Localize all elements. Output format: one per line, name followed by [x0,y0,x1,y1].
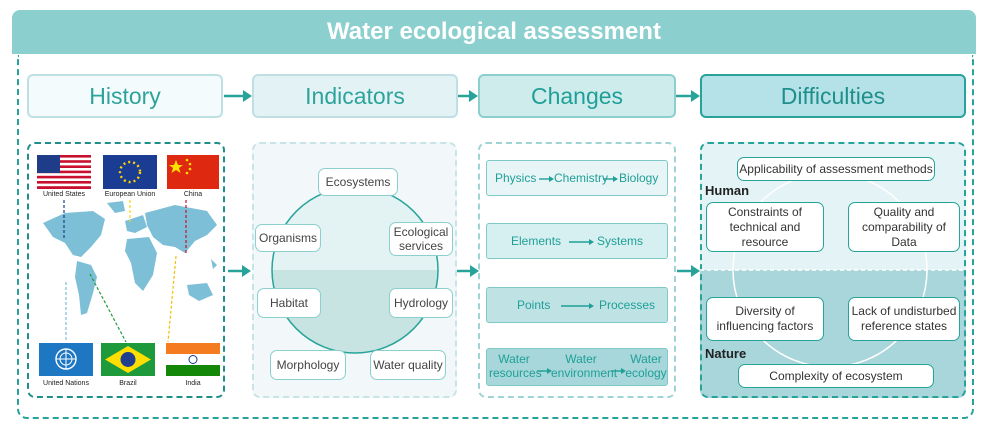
arrow-icon [458,90,478,102]
change-term: Processes [599,298,656,312]
nature-label: Nature [705,346,747,361]
history-panel [27,142,225,398]
flag-china-icon [167,155,219,189]
change-row-4: Water resources Water environment Water … [486,348,668,386]
changes-panel [478,142,676,398]
difficulty-applicability: Applicability of assessment methods [737,157,935,181]
stage-history: History [27,74,223,118]
arrow-icon [677,265,700,277]
arrow-icon [569,239,594,245]
flag-label: China [183,191,203,198]
arrow-icon [224,90,252,102]
difficulty-complexity: Complexity of ecosystem [738,364,934,388]
difficulty-diversity: Diversity of influencing factors [706,297,824,341]
change-term: Biology [619,171,659,185]
change-term: Elements [511,234,562,248]
change-row-2: Elements Systems [486,223,668,259]
flag-label: United Nations [43,380,89,387]
indicator-morphology: Morphology [270,350,346,380]
change-term: Systems [597,234,644,248]
flag-label: Brazil [119,380,137,387]
change-row-3: Points Processes [486,287,668,323]
outer-frame [17,55,974,419]
indicator-organisms: Organisms [255,224,321,252]
change-term: Points [517,298,551,312]
indicator-ecological-services: Ecological services [389,222,453,256]
change-term: Chemistry [554,171,609,185]
diagram-title: Water ecological assessment [12,10,976,54]
world-map [43,201,217,315]
arrow-icon [603,176,618,182]
indicator-habitat: Habitat [257,288,321,318]
arrow-icon [228,265,251,277]
difficulty-constraints: Constraints of technical and resource [706,202,824,252]
indicator-ecosystems: Ecosystems [318,168,398,196]
flag-india-icon [166,343,220,376]
flag-united-states-icon [37,155,91,189]
arrow-icon [611,368,626,374]
flag-label: European Union [104,191,156,198]
stage-indicators: Indicators [252,74,458,118]
human-label: Human [705,183,750,198]
indicator-hydrology: Hydrology [389,288,453,318]
stage-difficulties: Difficulties [700,74,966,118]
flag-label: India [185,380,201,387]
arrow-icon [676,90,700,102]
difficulty-reference-states: Lack of undisturbed reference states [848,297,960,341]
change-term: Physics [495,171,537,185]
stage-changes: Changes [478,74,676,118]
indicator-water-quality: Water quality [370,350,446,380]
change-term: Water environment [551,352,618,380]
arrow-icon [561,303,594,309]
arrow-icon [456,265,479,277]
flag-label: United States [42,191,86,198]
change-row-1: Physics Chemistry Biology [486,160,668,196]
flag-brazil-icon [101,343,155,376]
flag-connectors [63,200,187,343]
flag-european-union-icon [103,155,157,189]
change-term: Water resources [489,352,542,380]
flag-united-nations-icon [39,343,93,376]
difficulty-quality-data: Quality and comparability of Data [848,202,960,252]
change-term: Water ecology [625,352,667,380]
arrow-icon [539,176,554,182]
arrow-icon [537,368,552,374]
